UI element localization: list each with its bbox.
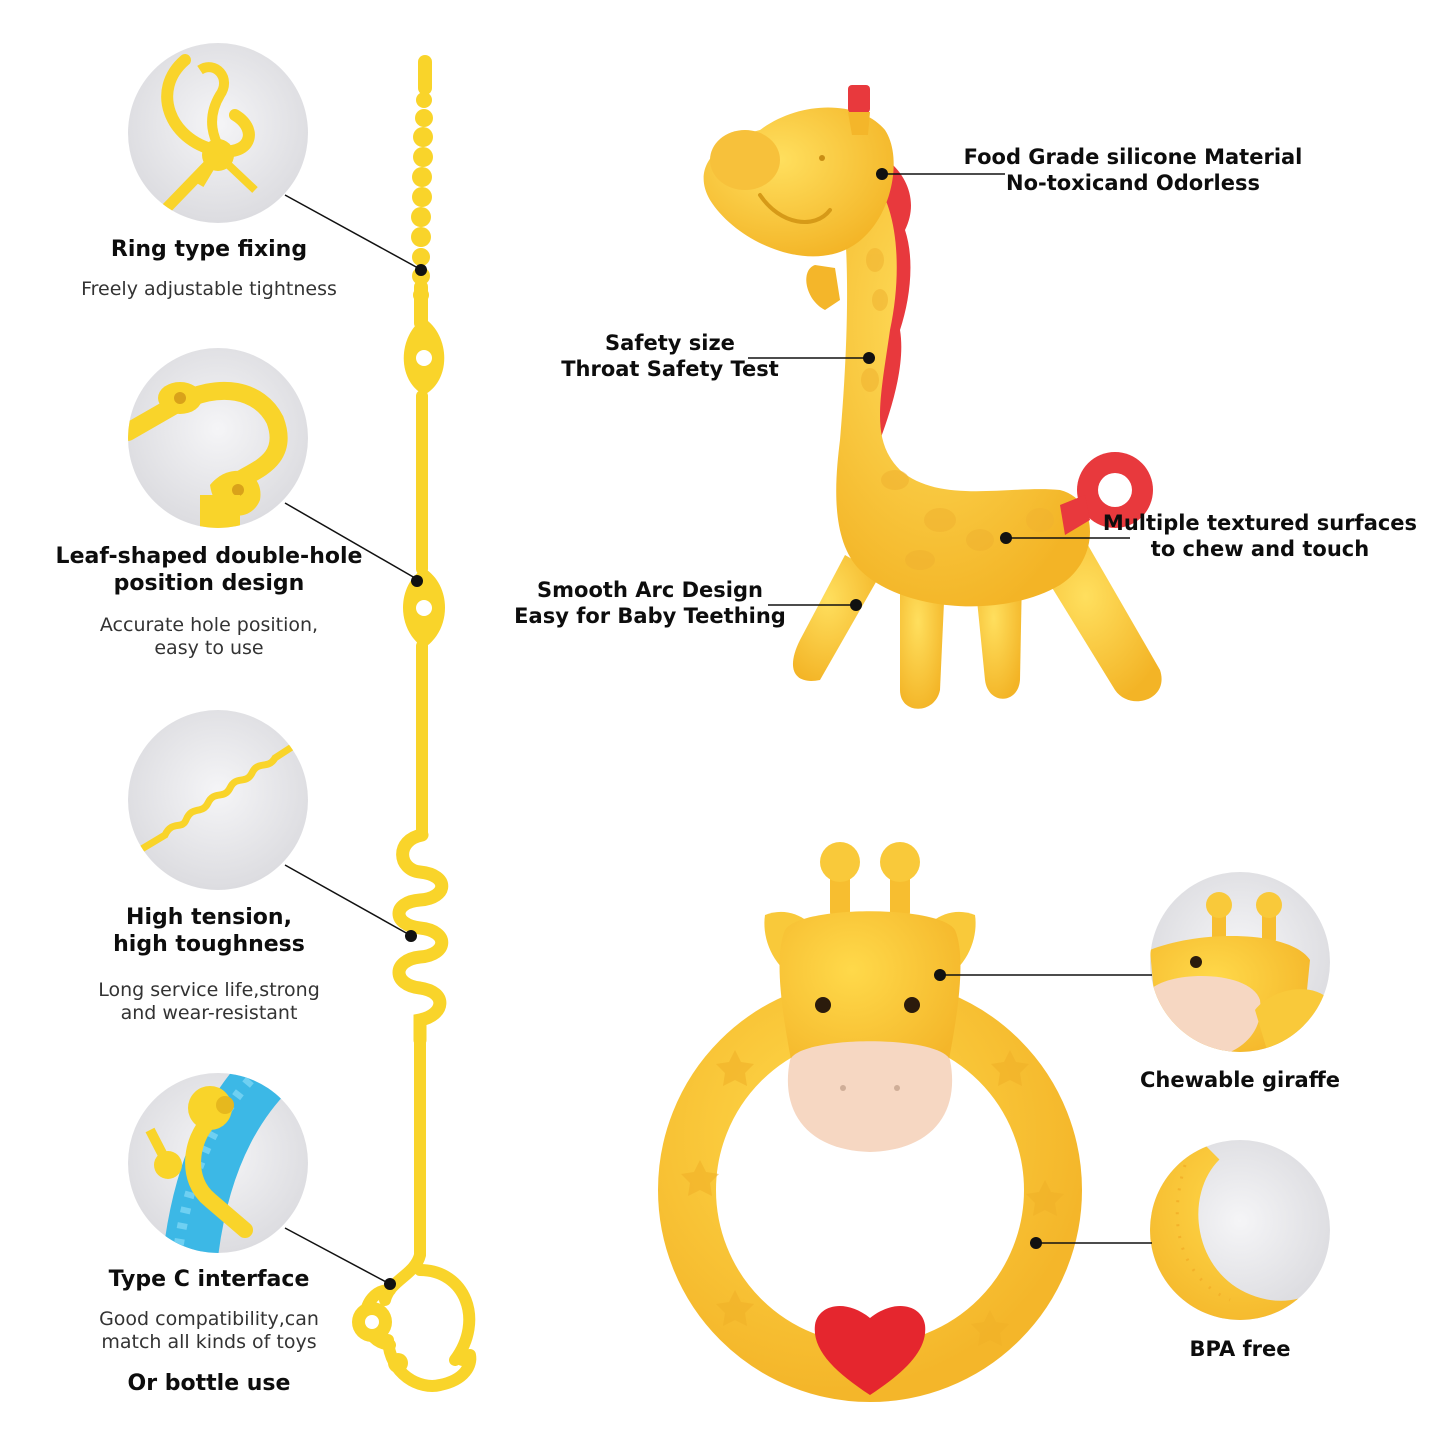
closeup-ring-loop-icon <box>128 43 308 223</box>
closeup-wave-strap-icon <box>128 710 308 890</box>
feature-ring-fixing-title: Ring type fixing <box>110 237 308 262</box>
callout-smooth-arc: Smooth Arc Design Easy for Baby Teething <box>514 578 786 628</box>
giraffe-teether <box>703 85 1162 709</box>
wave-segment <box>392 828 449 1047</box>
feature-double-hole-subtitle: Accurate hole position, easy to use <box>99 614 319 660</box>
feature-high-tension-subtitle: Long service life,strong and wear-resist… <box>98 979 320 1025</box>
ring-giraffe-teether <box>658 842 1082 1402</box>
feature-bottle-use: Or bottle use <box>127 1371 291 1396</box>
closeup-ring-edge-icon <box>1150 1140 1330 1320</box>
callout-food-grade: Food Grade silicone Material No-toxicand… <box>963 145 1303 195</box>
leader-dots <box>384 168 1042 1290</box>
silicone-strap <box>403 55 445 840</box>
callout-safety-size: Safety size Throat Safety Test <box>561 331 779 381</box>
callout-textured-surfaces: Multiple textured surfaces to chew and t… <box>1102 511 1418 561</box>
leader-lines <box>284 173 1152 1284</box>
feature-ring-fixing-subtitle: Freely adjustable tightness <box>81 278 337 300</box>
closeup-double-hole-icon <box>128 348 308 528</box>
callout-bpa-free: BPA free <box>1189 1337 1291 1361</box>
feature-type-c-subtitle: Good compatibility,can match all kinds o… <box>99 1308 319 1354</box>
feature-type-c-title: Type C interface <box>108 1267 310 1292</box>
feature-high-tension-title: High tension, high toughness <box>113 905 305 957</box>
feature-double-hole-title: Leaf-shaped double-hole position design <box>55 544 363 596</box>
closeup-giraffe-face-icon <box>1150 872 1330 1052</box>
closeup-type-c-clip-icon <box>128 1073 308 1253</box>
callout-chewable-giraffe: Chewable giraffe <box>1140 1068 1340 1092</box>
